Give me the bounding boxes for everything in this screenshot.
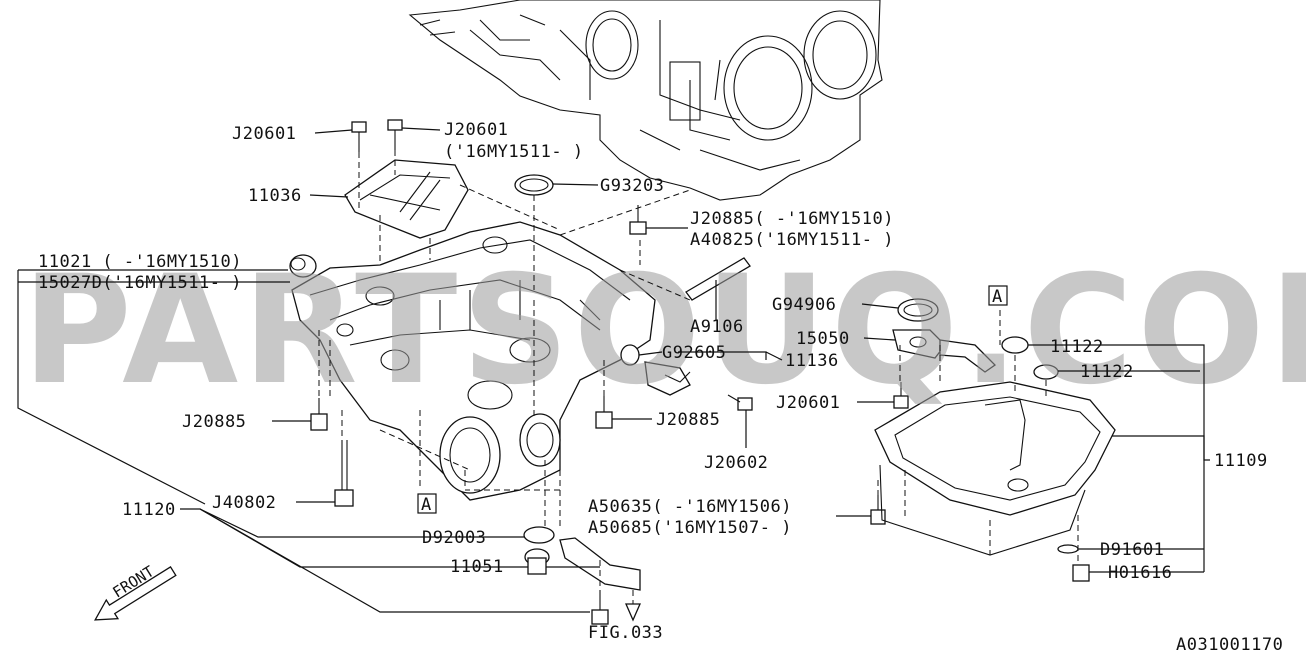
label-a50635: A50635( -'16MY1506) [588,497,792,517]
label-11136: 11136 [785,351,839,371]
label-h01616: H01616 [1108,563,1172,583]
part-labels: J20601 J20601 ('16MY1511- ) 11036 G93203… [38,120,1283,653]
label-11122-b: 11122 [1080,362,1134,382]
label-g94906: G94906 [772,295,836,315]
drain-plug-h01616 [1072,564,1090,582]
label-d92003: D92003 [422,528,486,548]
label-11109: 11109 [1214,451,1268,471]
figure-id: A031001170 [1176,635,1283,653]
label-fig033: FIG.033 [588,623,663,643]
arrow-to-fig033 [625,603,641,622]
label-j20601-left: J20601 [232,124,296,144]
box-ref-lower: A [417,493,437,515]
label-j20601-right-note: ('16MY1511- ) [444,142,584,162]
label-j20601-right: J20601 [444,120,508,140]
label-g92605: G92605 [662,343,726,363]
bolt-j20601-left [351,121,367,152]
watermark: PARTSOUQ.COM [22,244,1306,418]
bolt-lower [591,590,609,625]
label-g93203: G93203 [600,176,664,196]
label-j20885-mid: J20885 [656,410,720,430]
label-11122-a: 11122 [1050,337,1104,357]
oil-pan-11109 [874,381,1116,556]
label-j40802: J40802 [212,493,276,513]
label-a9106: A9106 [690,317,744,337]
box-ref-upper: A [988,285,1008,307]
gasket-d91601 [1057,544,1079,554]
label-a50685: A50685('16MY1507- ) [588,518,792,538]
o-ring-d92003 [523,526,555,544]
bolt-j20885-left [310,398,328,431]
label-11036: 11036 [248,186,302,206]
plug-11051 [524,548,550,575]
stud-a9106 [685,257,751,301]
label-a40825: A40825('16MY1511- ) [690,230,894,250]
front-direction-arrow: FRONT [93,562,177,621]
bolt-j20602 [727,394,753,411]
plug-11021 [289,254,317,278]
label-j20602: J20602 [704,453,768,473]
label-j20885-top: J20885( -'16MY1510) [690,209,894,229]
oil-separator-cover-11036 [344,159,469,239]
o-ring-g93203 [514,174,554,196]
bolt-j20885-mid [595,396,613,429]
label-15027d: 15027D('16MY1511- ) [38,273,242,293]
assembly-guides [318,150,1079,604]
leader-lines [17,127,1210,613]
label-15050: 15050 [796,329,850,349]
svg-text:A: A [421,495,432,515]
label-d91601: D91601 [1100,540,1164,560]
label-11120: 11120 [122,500,176,520]
bolt-j40802 [334,440,354,507]
label-j20885-left: J20885 [182,412,246,432]
bolt-j20601-right [387,119,403,150]
o-ring-11122-b [1033,364,1059,380]
label-11021: 11021 ( -'16MY1510) [38,252,242,272]
oil-strainer-11136 [620,344,691,396]
bolt-j20885-top [629,205,647,235]
label-j20601-mid: J20601 [776,393,840,413]
pipe-15050 [892,329,997,373]
bolt-a50635 [870,495,886,525]
svg-text:A: A [992,287,1003,307]
label-11051: 11051 [450,557,504,577]
gasket-g94906 [897,298,939,322]
engine-block-illustration [408,0,883,201]
cylinder-block-11120 [291,221,656,501]
